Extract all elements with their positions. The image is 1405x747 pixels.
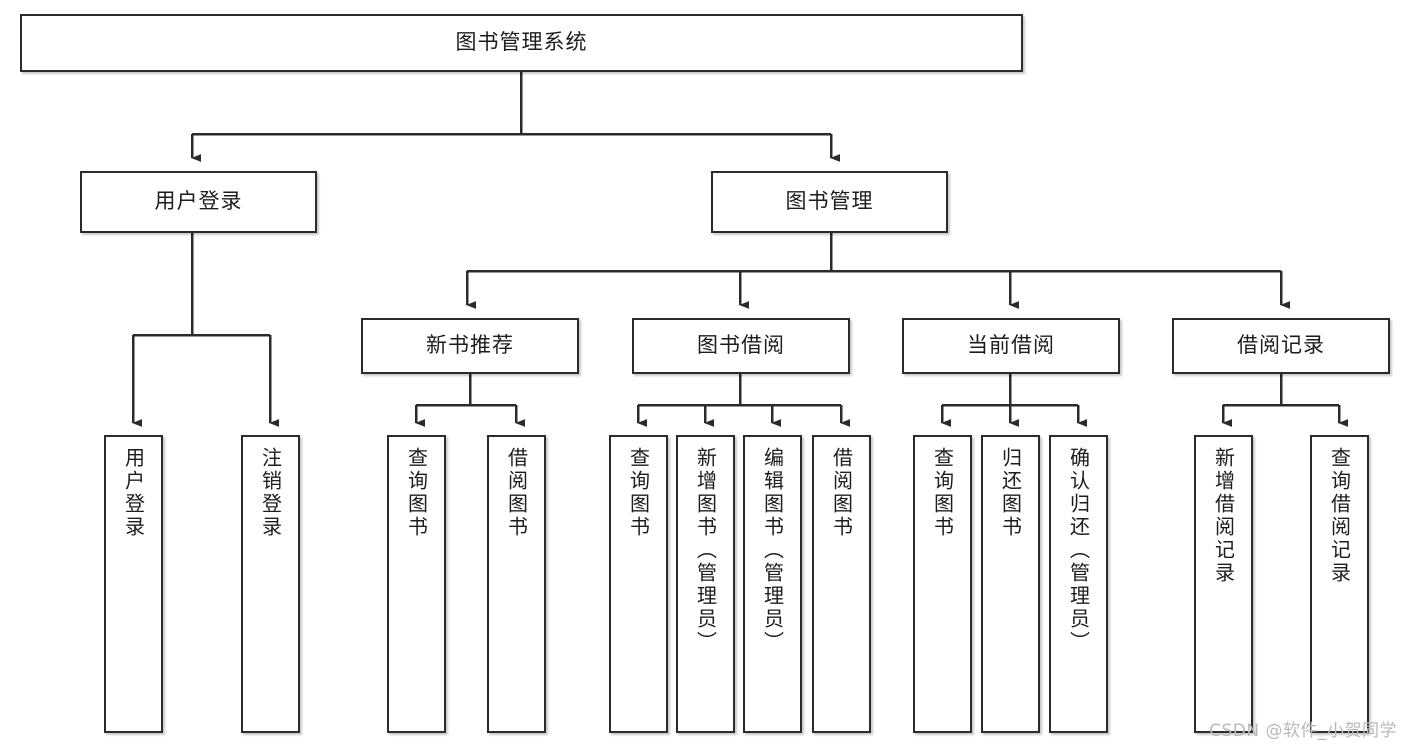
node-user-login-label: 用户登录 bbox=[154, 189, 243, 214]
node-borrow-record-label: 借阅记录 bbox=[1237, 333, 1325, 358]
node-leaf-return-book[interactable]: 归还图书 bbox=[981, 435, 1040, 733]
node-root[interactable]: 图书管理系统 bbox=[20, 14, 1023, 72]
node-leaf-query-book-1-label: 查询图书 bbox=[404, 447, 429, 539]
node-leaf-borrow-book-2[interactable]: 借阅图书 bbox=[812, 435, 871, 733]
node-leaf-edit-book[interactable]: 编辑图书（管理员） bbox=[743, 435, 802, 733]
node-current-borrow-label: 当前借阅 bbox=[967, 333, 1055, 358]
node-leaf-user-login-label: 用户登录 bbox=[121, 447, 146, 539]
node-leaf-query-record[interactable]: 查询借阅记录 bbox=[1310, 435, 1369, 733]
node-leaf-add-book-label: 新增图书（管理员） bbox=[693, 447, 718, 654]
node-leaf-add-record-label: 新增借阅记录 bbox=[1211, 447, 1236, 585]
node-leaf-borrow-book-1-label: 借阅图书 bbox=[504, 447, 529, 539]
node-leaf-query-book-3-label: 查询图书 bbox=[930, 447, 955, 539]
node-leaf-query-book-1[interactable]: 查询图书 bbox=[387, 435, 446, 733]
node-leaf-confirm-return[interactable]: 确认归还（管理员） bbox=[1049, 435, 1108, 733]
node-leaf-add-book[interactable]: 新增图书（管理员） bbox=[676, 435, 735, 733]
node-user-login[interactable]: 用户登录 bbox=[80, 171, 317, 233]
node-leaf-logout-label: 注销登录 bbox=[258, 447, 283, 539]
csdn-watermark: CSDN @软件_小贺同学 bbox=[1209, 721, 1397, 741]
node-new-book-rec[interactable]: 新书推荐 bbox=[361, 318, 579, 374]
node-leaf-borrow-book-2-label: 借阅图书 bbox=[829, 447, 854, 539]
node-leaf-borrow-book-1[interactable]: 借阅图书 bbox=[487, 435, 546, 733]
node-leaf-query-book-2[interactable]: 查询图书 bbox=[609, 435, 668, 733]
node-root-label: 图书管理系统 bbox=[455, 30, 588, 55]
node-leaf-query-book-2-label: 查询图书 bbox=[626, 447, 651, 539]
node-leaf-user-login[interactable]: 用户登录 bbox=[104, 435, 163, 733]
node-leaf-return-book-label: 归还图书 bbox=[998, 447, 1023, 539]
node-book-borrow-label: 图书借阅 bbox=[697, 333, 785, 358]
node-book-borrow[interactable]: 图书借阅 bbox=[632, 318, 850, 374]
node-leaf-query-record-label: 查询借阅记录 bbox=[1327, 447, 1352, 585]
node-leaf-add-record[interactable]: 新增借阅记录 bbox=[1194, 435, 1253, 733]
node-new-book-rec-label: 新书推荐 bbox=[426, 333, 514, 358]
node-leaf-edit-book-label: 编辑图书（管理员） bbox=[760, 447, 785, 654]
node-leaf-confirm-return-label: 确认归还（管理员） bbox=[1066, 447, 1091, 654]
node-current-borrow[interactable]: 当前借阅 bbox=[902, 318, 1120, 374]
node-borrow-record[interactable]: 借阅记录 bbox=[1172, 318, 1390, 374]
node-book-manage-label: 图书管理 bbox=[785, 189, 874, 214]
node-leaf-query-book-3[interactable]: 查询图书 bbox=[913, 435, 972, 733]
node-leaf-logout[interactable]: 注销登录 bbox=[241, 435, 300, 733]
node-book-manage[interactable]: 图书管理 bbox=[711, 171, 948, 233]
